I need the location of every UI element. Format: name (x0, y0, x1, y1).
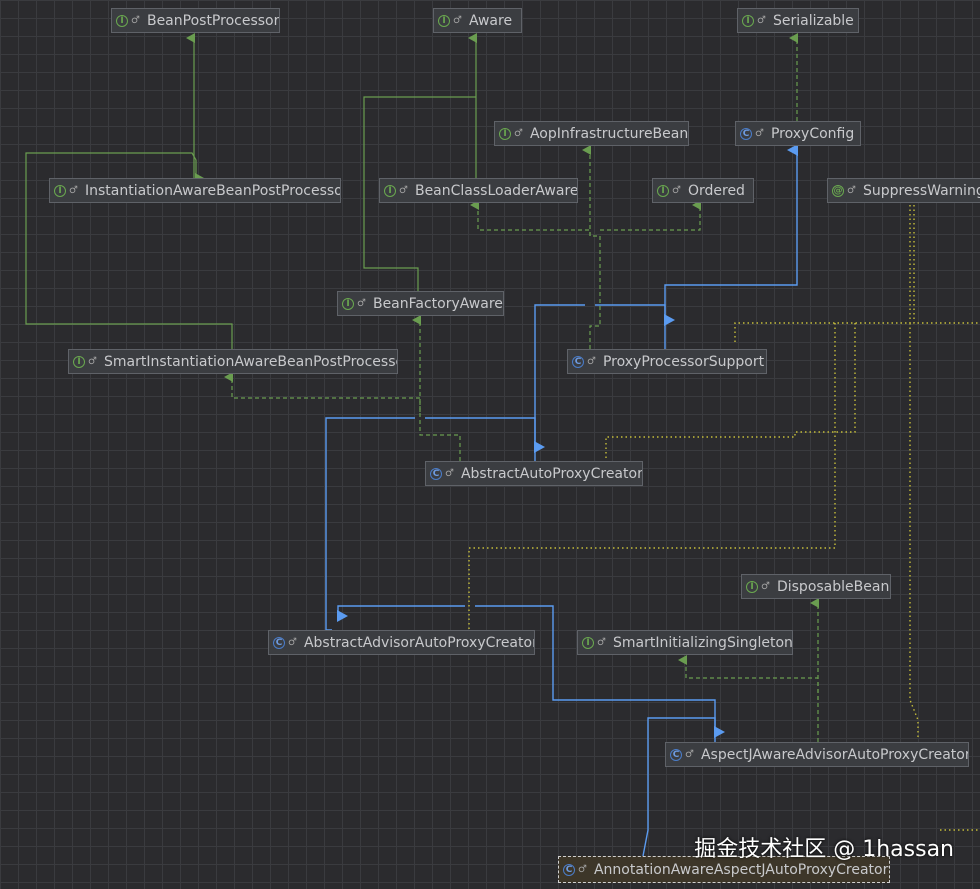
access-modifier-icon: ♂ (847, 185, 856, 196)
access-modifier-icon: ♂ (685, 749, 694, 760)
edge-annot-to-aspectj (642, 717, 725, 857)
node-proxy-processor-support[interactable]: C ♂ ProxyProcessorSupport (567, 349, 767, 374)
access-modifier-icon: ♂ (88, 356, 97, 367)
edge-suppress-4 (605, 323, 856, 461)
node-label: SmartInstantiationAwareBeanPostProcessor (103, 353, 398, 370)
edge-aapc-to-siabpp (224, 372, 421, 412)
node-label: AopInfrastructureBean (529, 125, 689, 142)
interface-icon: I (657, 184, 669, 197)
access-modifier-icon: ♂ (445, 468, 454, 479)
access-modifier-icon: ♂ (578, 864, 587, 875)
access-modifier-icon: ♂ (131, 15, 140, 26)
interface-icon: I (438, 14, 450, 27)
edge-siabpp-to-iabpp (25, 152, 233, 349)
edge-aspectj-to-sis (678, 655, 819, 700)
node-label: AbstractAutoProxyCreator (460, 465, 643, 482)
access-modifier-icon: ♂ (587, 356, 596, 367)
edge-pps-to-ordered (600, 200, 701, 231)
annotation-icon: @ (832, 184, 844, 197)
node-label: BeanPostProcessor (146, 12, 280, 29)
node-abstract-advisor-auto-proxy-creator[interactable]: C ♂ AbstractAdvisorAutoProxyCreator (268, 630, 535, 655)
node-aware[interactable]: I ♂ Aware (433, 8, 522, 33)
node-label: Aware (468, 12, 513, 29)
interface-icon: I (499, 127, 511, 140)
interface-icon: I (342, 297, 354, 310)
node-serializable[interactable]: I ♂ Serializable (737, 8, 859, 33)
interface-icon: I (746, 580, 758, 593)
node-label: Ordered (687, 182, 745, 199)
node-smart-initializing-singleton[interactable]: I ♂ SmartInitializingSingleton (577, 630, 793, 655)
access-modifier-icon: ♂ (357, 298, 366, 309)
access-modifier-icon: ♂ (757, 15, 766, 26)
class-icon: C (563, 863, 575, 876)
node-aspectj-aware-advisor-auto-proxy-creator[interactable]: C ♂ AspectJAwareAdvisorAutoProxyCreator (665, 742, 969, 767)
interface-icon: I (582, 636, 594, 649)
node-abstract-auto-proxy-creator[interactable]: C ♂ AbstractAutoProxyCreator (425, 461, 643, 486)
class-icon: C (430, 467, 442, 480)
node-label: ProxyProcessorSupport (602, 353, 765, 370)
class-icon: C (273, 636, 285, 649)
node-label: Serializable (772, 12, 854, 29)
access-modifier-icon: ♂ (755, 128, 764, 139)
node-label: BeanFactoryAware (372, 295, 503, 312)
class-icon: C (670, 748, 682, 761)
access-modifier-icon: ♂ (597, 637, 606, 648)
interface-icon: I (384, 184, 396, 197)
edge-suppress-2 (913, 205, 980, 324)
node-instantiation-aware-bpp[interactable]: I ♂ InstantiationAwareBeanPostProcessor (49, 178, 341, 203)
watermark: 掘金技术社区 @ 1hassan (694, 837, 954, 862)
node-label: SuppressWarnings (862, 182, 980, 199)
edge-aapc-to-pps (534, 304, 665, 461)
edge-suppress-1 (734, 205, 911, 345)
interface-icon: I (742, 14, 754, 27)
access-modifier-icon: ♂ (288, 637, 297, 648)
node-smart-instantiation-aware-bpp[interactable]: I ♂ SmartInstantiationAwareBeanPostProce… (68, 349, 398, 374)
node-label: SmartInitializingSingleton (612, 634, 793, 651)
node-label: InstantiationAwareBeanPostProcessor (84, 182, 341, 199)
class-icon: C (572, 355, 584, 368)
access-modifier-icon: ♂ (399, 185, 408, 196)
edge-pps-to-bcla (470, 200, 591, 236)
node-disposable-bean[interactable]: I ♂ DisposableBean (741, 574, 891, 599)
node-bean-post-processor[interactable]: I ♂ BeanPostProcessor (111, 8, 280, 33)
node-suppress-warnings[interactable]: @ ♂ SuppressWarnings (827, 178, 980, 203)
interface-icon: I (54, 184, 66, 197)
edge-suppress-3 (909, 323, 919, 740)
class-icon: C (740, 127, 752, 140)
node-bean-factory-aware[interactable]: I ♂ BeanFactoryAware (337, 291, 504, 316)
edge-aapc-to-bfa (412, 315, 461, 461)
access-modifier-icon: ♂ (672, 185, 681, 196)
interface-icon: I (116, 14, 128, 27)
node-label: AspectJAwareAdvisorAutoProxyCreator (700, 746, 969, 763)
node-aop-infrastructure-bean[interactable]: I ♂ AopInfrastructureBean (494, 121, 689, 146)
access-modifier-icon: ♂ (69, 185, 78, 196)
node-proxy-config[interactable]: C ♂ ProxyConfig (735, 121, 861, 146)
access-modifier-icon: ♂ (514, 128, 523, 139)
edge-suppress-5 (468, 323, 836, 630)
node-label: BeanClassLoaderAware (414, 182, 578, 199)
node-annotation-aware-aspectj-auto-proxy-creator[interactable]: C ♂ AnnotationAwareAspectJAutoProxyCreat… (558, 856, 890, 883)
edge-aadvapc-to-aapc (325, 417, 535, 631)
edge-bfa-to-aware (363, 96, 476, 291)
interface-icon: I (73, 355, 85, 368)
node-label: ProxyConfig (770, 125, 855, 142)
access-modifier-icon: ♂ (761, 581, 770, 592)
node-label: AnnotationAwareAspectJAutoProxyCreator (593, 861, 889, 878)
edge-aspectj-to-aadvapc (338, 606, 716, 742)
node-bean-class-loader-aware[interactable]: I ♂ BeanClassLoaderAware (379, 178, 578, 203)
node-label: AbstractAdvisorAutoProxyCreator (303, 634, 535, 651)
node-label: DisposableBean (776, 578, 890, 595)
node-ordered[interactable]: I ♂ Ordered (652, 178, 754, 203)
edge-pps-to-aopinfra (582, 145, 601, 349)
access-modifier-icon: ♂ (453, 15, 462, 26)
